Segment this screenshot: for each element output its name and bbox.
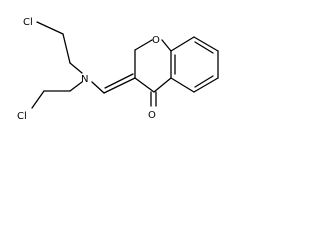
chlorine-upper-label: Cl	[23, 17, 33, 28]
bond-c8-c7	[193, 36, 219, 52]
bond-cl-lower	[31, 90, 45, 109]
bond-c8a-c8	[170, 36, 195, 52]
carbonyl-oxygen-label: O	[148, 110, 156, 121]
bond-cl-upper	[36, 21, 64, 35]
chemical-structure: Cl Cl N O O	[17, 17, 219, 122]
bond-n-lower-ch2	[69, 81, 83, 92]
chlorine-lower-label: Cl	[17, 111, 27, 122]
bond-ch-c3	[103, 77, 136, 94]
bond-c2-o1	[134, 39, 153, 51]
nitrogen-label: N	[81, 74, 88, 85]
bond-ch-c3-double	[104, 73, 134, 89]
bond-c4-c4a	[153, 77, 172, 93]
bond-n-ch	[91, 81, 105, 94]
bond-upper-ch2-ch2	[62, 33, 71, 64]
bond-upper-ch2-n	[69, 62, 83, 74]
bond-c5-c4a	[170, 77, 195, 93]
bond-c6-c5	[193, 77, 219, 93]
ring-oxygen-label: O	[152, 35, 160, 46]
bond-o1-c8a	[161, 39, 172, 52]
bond-c8-c7-inner	[194, 41, 214, 54]
bond-c3-c4	[134, 77, 155, 93]
bond-c6-c5-inner	[194, 75, 214, 88]
